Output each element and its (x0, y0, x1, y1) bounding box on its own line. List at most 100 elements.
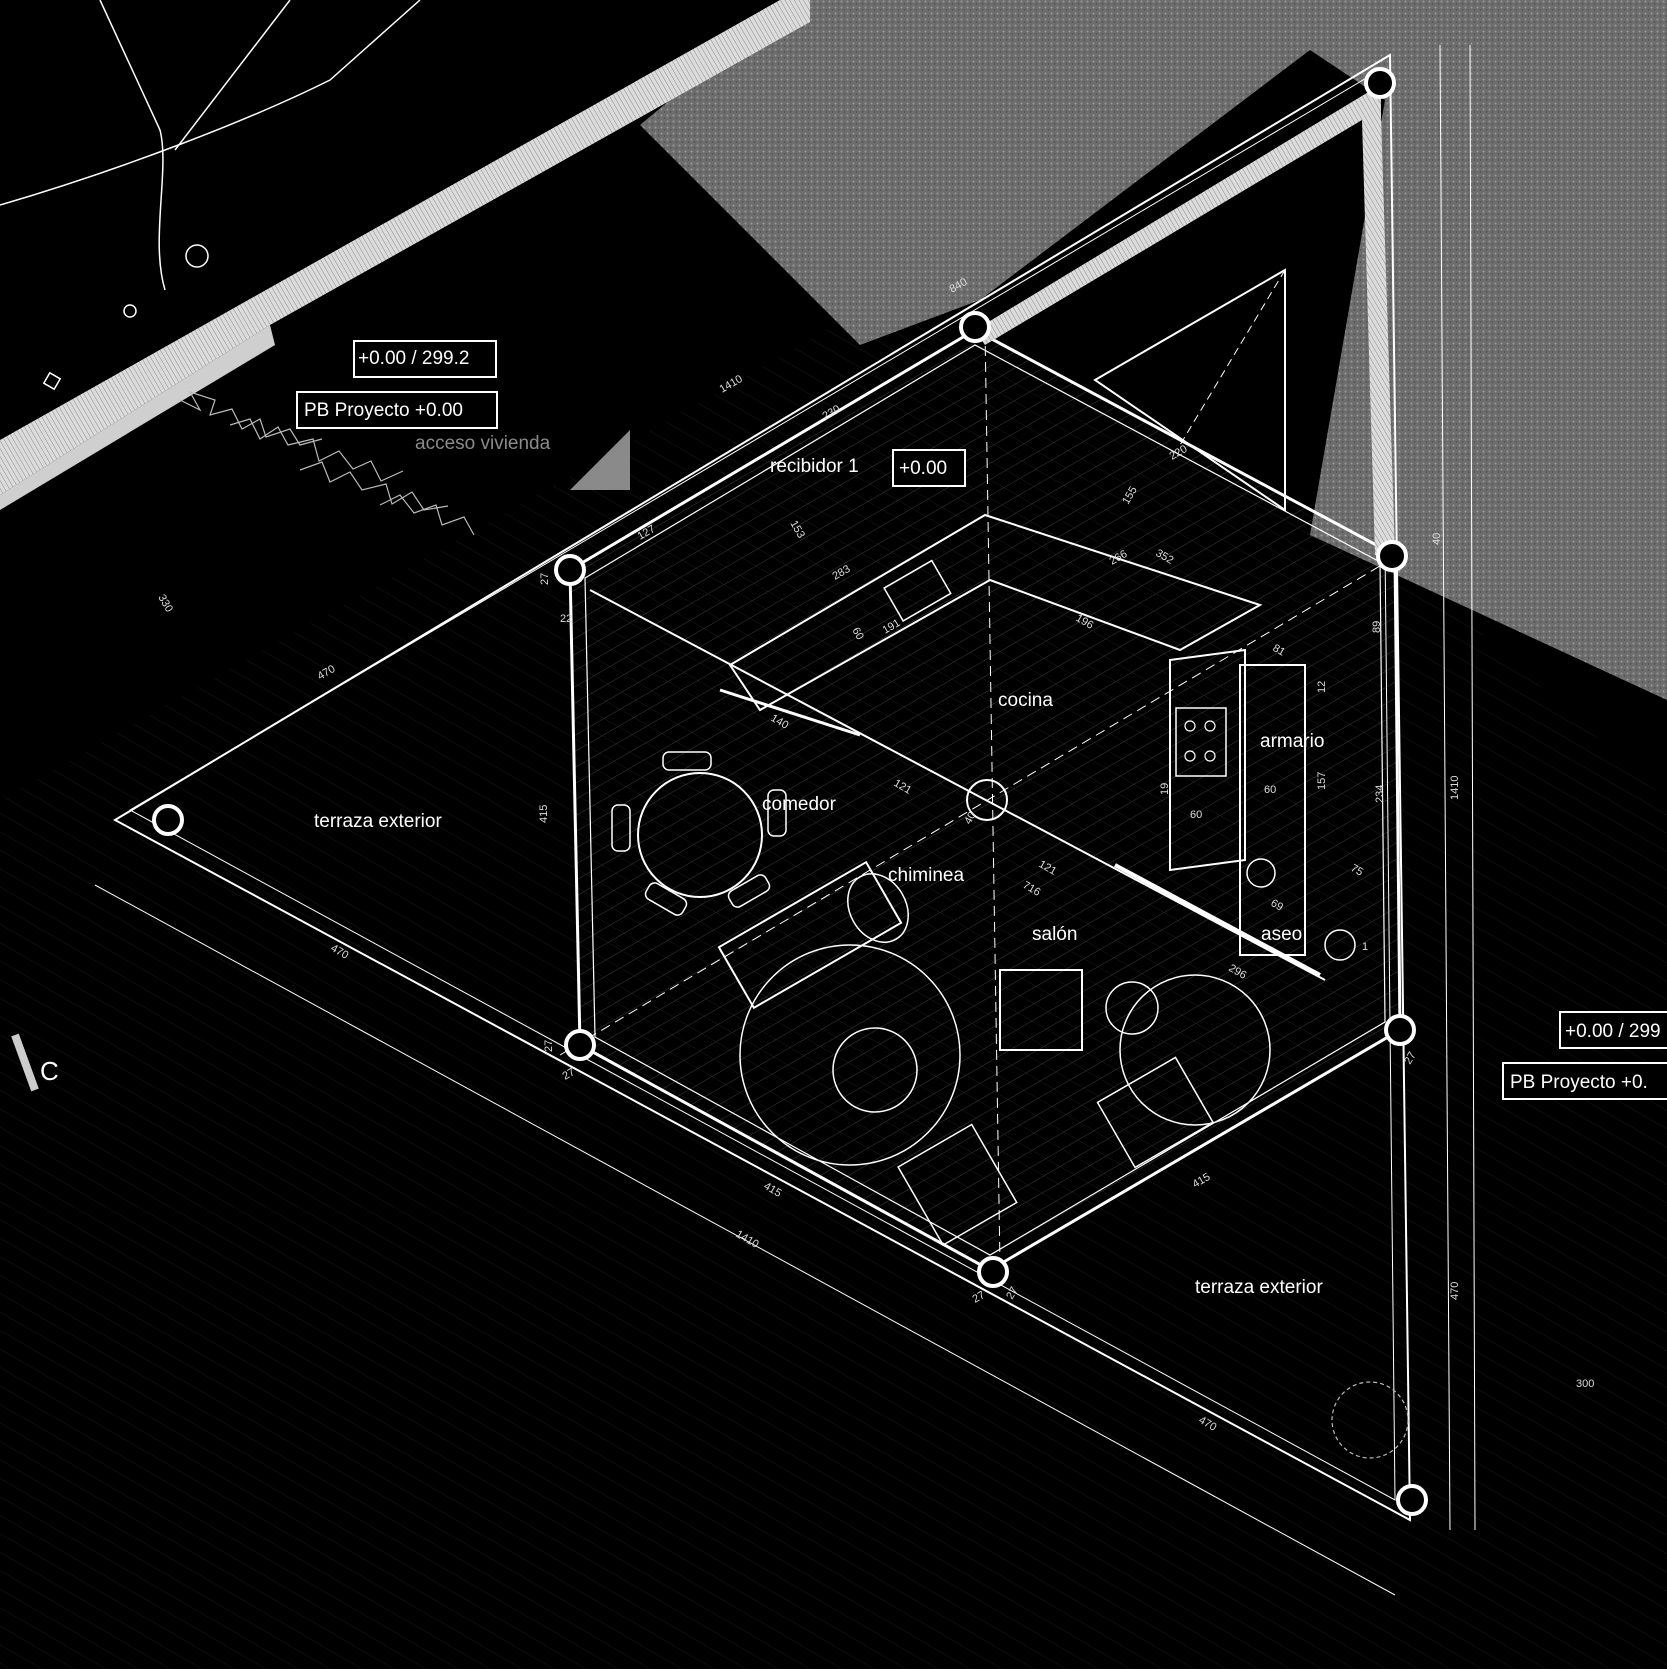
dimension-label: 27 (1402, 1050, 1419, 1067)
column (1396, 1484, 1428, 1516)
kitchen-sink (883, 559, 952, 622)
dimension-label: 27 (539, 573, 551, 585)
dining-chair (644, 882, 688, 916)
vegetation (179, 390, 475, 536)
column (977, 1256, 1009, 1288)
dimension-label: 470 (1449, 1282, 1461, 1300)
kitchen-island (1169, 648, 1246, 872)
dimension-line (1469, 44, 1476, 1531)
room-label-cocina: cocina (998, 690, 1053, 711)
interior-walls-inner (584, 344, 1386, 1256)
wardrobe (1239, 664, 1306, 956)
dimension-label: 89 (1371, 621, 1383, 633)
dimension-label: 60 (849, 626, 866, 643)
columns (152, 67, 1428, 1516)
stair-void (1093, 268, 1286, 512)
dimension-label: 27 (543, 1040, 555, 1052)
dimension-label: 300 (1576, 1378, 1594, 1390)
stair-line (1179, 269, 1286, 446)
room-label-armario: armario (1260, 731, 1324, 752)
room-label-terraza-bottom: terraza exterior (1195, 1277, 1323, 1298)
column (554, 554, 586, 586)
dimension-label: 1410 (1449, 776, 1461, 800)
boundary-wall (0, 0, 810, 495)
level-tag-right (1502, 1062, 1667, 1100)
room-label-chiminea: chiminea (888, 865, 964, 886)
section-mark-label: C (40, 1056, 59, 1086)
marker-symbol (123, 304, 137, 318)
section-mark-line (11, 1033, 39, 1092)
kitchen-counter (728, 513, 1263, 712)
elevation-tag (353, 340, 497, 378)
kitchen-partition (719, 688, 861, 737)
dimension-label: 40 (1431, 533, 1443, 545)
coffee-table (832, 1027, 918, 1113)
dimension-label: 60 (1190, 809, 1202, 821)
cooktop (1175, 707, 1227, 777)
partition-wall (1114, 863, 1321, 977)
dimension-label: 27 (1004, 1285, 1021, 1302)
gravel-area (640, 0, 1667, 700)
dimension-line (1439, 44, 1451, 1531)
marker-symbol (42, 371, 62, 391)
room-label-recibidor: recibidor 1 (770, 456, 859, 477)
dining-chair (767, 789, 787, 837)
toilet (1324, 929, 1356, 961)
dimension-label: 12 (1316, 681, 1328, 693)
room-label-aseo: aseo (1261, 924, 1302, 945)
dining-chair (611, 804, 631, 852)
dining-table (637, 772, 763, 898)
sofa (717, 860, 903, 1010)
access-arrow (570, 430, 630, 490)
tree-symbol (1331, 1381, 1409, 1459)
level-label-recibidor: +0.00 (899, 458, 947, 479)
dimension-label: 81 (1271, 642, 1288, 659)
level-tag-recibidor (892, 449, 966, 487)
shower-drain (1246, 858, 1276, 888)
road-line (0, 0, 421, 206)
level-label: PB Proyecto +0.00 (304, 400, 463, 421)
level-label-right: PB Proyecto +0. (1510, 1072, 1648, 1093)
column (1384, 1014, 1416, 1046)
column (1376, 540, 1408, 572)
column (1364, 67, 1396, 99)
column-center (966, 779, 1008, 821)
dimension-line (94, 884, 1396, 1596)
dimension-label: 1 (1362, 941, 1368, 953)
boundary-wall-cap (0, 325, 275, 510)
column (564, 1029, 596, 1061)
partition-line (589, 589, 1326, 981)
dimension-label: 27 (971, 1289, 988, 1306)
dimension-label: 415 (538, 805, 550, 823)
road-line (174, 0, 291, 151)
dimension-label: 69 (1269, 897, 1286, 914)
person-figure (847, 873, 909, 943)
elevation-label: +0.00 / 299.2 (358, 348, 469, 369)
lamp-post-symbol (185, 244, 209, 268)
dining-chair (727, 874, 771, 908)
rug-right (1119, 974, 1271, 1126)
house-footprint (112, 53, 1412, 1522)
elevation-label-right: +0.00 / 299 (1565, 1021, 1661, 1042)
dimension-label: 19 (1159, 783, 1171, 795)
rug (739, 944, 961, 1166)
room-label-comedor: comedor (762, 794, 837, 815)
armchair-bottom (897, 1123, 1018, 1246)
axis-line (559, 559, 1391, 1056)
elevation-tag-right (1559, 1011, 1667, 1049)
column (959, 311, 991, 343)
dimension-label: 234 (1374, 785, 1386, 803)
column (152, 804, 184, 836)
dimension-label: 157 (1316, 772, 1328, 790)
dimension-label: 330 (155, 593, 175, 615)
dimension-label: 60 (1264, 784, 1276, 796)
armchair-right (1096, 1056, 1214, 1169)
road-line (99, 0, 166, 291)
dining-chair (662, 751, 712, 771)
side-table (1105, 981, 1159, 1035)
dimension-label: 22 (560, 613, 572, 625)
room-label-acceso: acceso vivienda (415, 433, 551, 454)
dimension-label: 40 (962, 810, 979, 827)
room-label-salon: salón (1032, 924, 1077, 945)
